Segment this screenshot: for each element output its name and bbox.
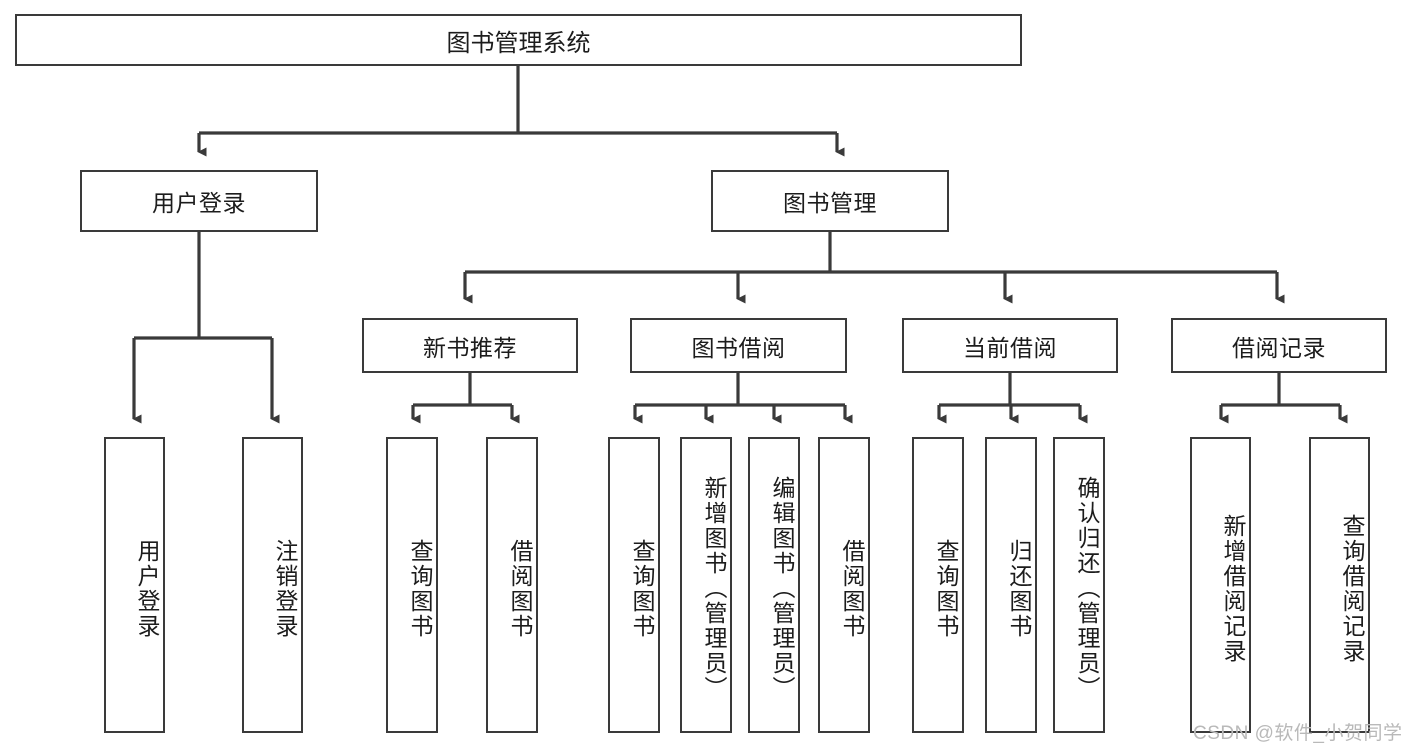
- node-user-login-label: 用户登录: [152, 190, 246, 216]
- node-current-borrow[interactable]: 当前借阅: [902, 318, 1118, 373]
- node-current-borrow-label: 当前借阅: [963, 334, 1057, 361]
- node-leaf-borrow-book-1-label: 借阅图书: [507, 539, 533, 639]
- node-book-borrow-label: 图书借阅: [691, 334, 786, 361]
- node-user-login[interactable]: 用户登录: [80, 170, 318, 232]
- node-leaf-edit-book[interactable]: 编辑图书（管理员）: [748, 437, 800, 733]
- node-borrow-record-label: 借阅记录: [1232, 334, 1326, 361]
- node-book-manage-label: 图书管理: [783, 190, 877, 216]
- node-leaf-user-login[interactable]: 用户登录: [104, 437, 165, 733]
- node-leaf-return-book[interactable]: 归还图书: [985, 437, 1037, 733]
- node-leaf-query-book-1[interactable]: 查询图书: [386, 437, 438, 733]
- node-leaf-query-book-3-label: 查询图书: [933, 539, 959, 639]
- node-leaf-add-record-label: 新增借阅记录: [1220, 514, 1246, 664]
- node-book-borrow[interactable]: 图书借阅: [630, 318, 847, 373]
- node-leaf-confirm-return[interactable]: 确认归还（管理员）: [1053, 437, 1105, 733]
- node-leaf-confirm-return-label: 确认归还（管理员）: [1074, 475, 1100, 701]
- node-leaf-borrow-book-1[interactable]: 借阅图书: [486, 437, 538, 733]
- node-leaf-edit-book-label: 编辑图书（管理员）: [769, 475, 795, 701]
- node-leaf-query-book-2[interactable]: 查询图书: [608, 437, 660, 733]
- node-leaf-return-book-label: 归还图书: [1006, 539, 1032, 639]
- node-leaf-query-book-2-label: 查询图书: [629, 539, 655, 639]
- node-leaf-logout-login-label: 注销登录: [272, 539, 298, 639]
- node-leaf-borrow-book-2-label: 借阅图书: [839, 539, 865, 639]
- node-leaf-user-login-label: 用户登录: [134, 539, 160, 639]
- node-leaf-query-book-1-label: 查询图书: [407, 539, 433, 639]
- node-new-book-recommend-label: 新书推荐: [423, 334, 517, 361]
- node-leaf-logout-login[interactable]: 注销登录: [242, 437, 303, 733]
- node-leaf-query-book-3[interactable]: 查询图书: [912, 437, 964, 733]
- node-borrow-record[interactable]: 借阅记录: [1171, 318, 1387, 373]
- node-leaf-add-book[interactable]: 新增图书（管理员）: [680, 437, 732, 733]
- node-leaf-query-record[interactable]: 查询借阅记录: [1309, 437, 1370, 733]
- node-leaf-borrow-book-2[interactable]: 借阅图书: [818, 437, 870, 733]
- watermark: CSDN @软件_小贺同学: [1193, 723, 1403, 744]
- node-leaf-add-record[interactable]: 新增借阅记录: [1190, 437, 1251, 733]
- node-leaf-add-book-label: 新增图书（管理员）: [701, 475, 727, 701]
- node-root-label: 图书管理系统: [446, 29, 591, 57]
- node-leaf-query-record-label: 查询借阅记录: [1339, 514, 1365, 664]
- node-root[interactable]: 图书管理系统: [15, 14, 1022, 66]
- node-book-manage[interactable]: 图书管理: [711, 170, 949, 232]
- node-new-book-recommend[interactable]: 新书推荐: [362, 318, 578, 373]
